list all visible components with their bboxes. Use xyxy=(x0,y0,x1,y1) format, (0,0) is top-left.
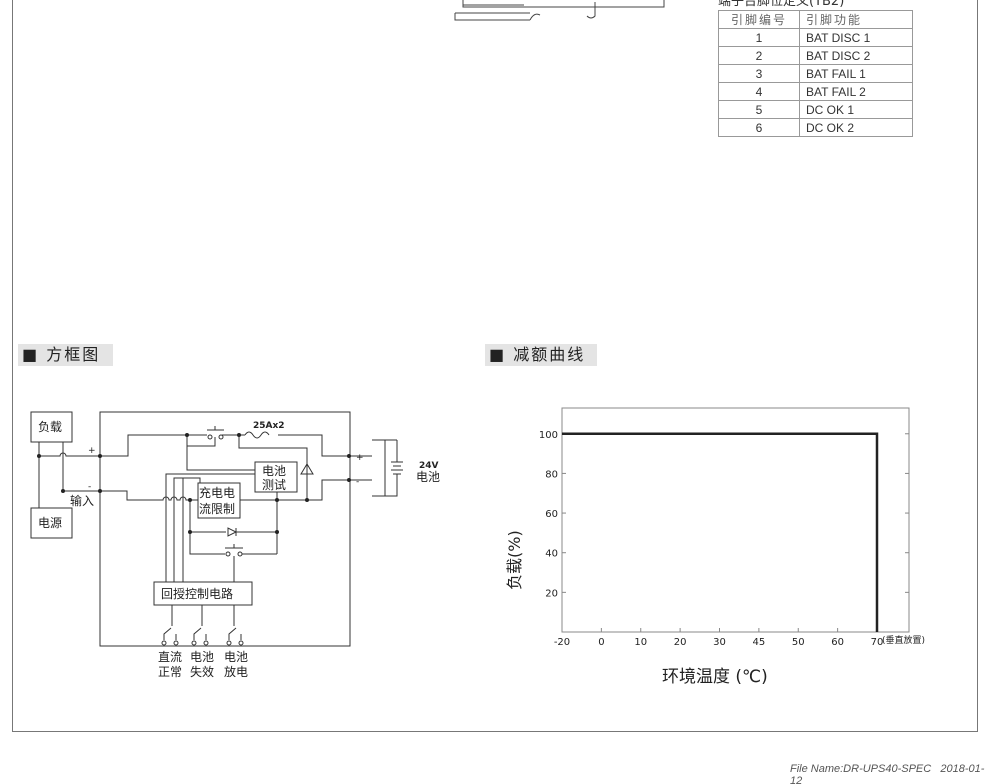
pin-number: 1 xyxy=(718,28,800,47)
page-frame xyxy=(12,0,978,732)
y-tick-label: 40 xyxy=(545,549,558,560)
source-box xyxy=(30,507,73,539)
pin-number: 2 xyxy=(718,46,800,65)
battery-plus-label: + xyxy=(356,453,364,463)
x-tick-label: 70 xyxy=(871,637,884,648)
pin-number: 3 xyxy=(718,64,800,83)
section-title-derating: ■ 减额曲线 xyxy=(485,344,597,366)
charge-limit-label: 充电电 xyxy=(199,485,235,500)
x-tick-label: 60 xyxy=(831,637,844,648)
load-label: 负载 xyxy=(38,420,62,434)
x-tick-label: 20 xyxy=(674,637,687,648)
pin-function: BAT FAIL 1 xyxy=(799,64,913,83)
output-label: 直流 xyxy=(158,650,182,664)
plus-label: + xyxy=(88,446,96,456)
feedback-box xyxy=(153,581,253,606)
section-title-block-diagram: ■ 方框图 xyxy=(18,344,113,366)
pin-number: 4 xyxy=(718,82,800,101)
x-tick-label: 10 xyxy=(634,637,647,648)
battery-voltage-label: 24V xyxy=(419,461,439,471)
y-axis-label: 负载(%) xyxy=(505,530,524,590)
x-tick-label: 30 xyxy=(713,637,726,648)
y-tick-label: 60 xyxy=(545,509,558,520)
pin-function: DC OK 2 xyxy=(799,118,913,137)
header-pin-number: 引脚编号 xyxy=(718,10,800,29)
output-label: 电池 xyxy=(224,650,248,664)
x-axis-label: 环境温度 (℃) xyxy=(662,667,768,687)
diode-icon xyxy=(300,463,314,475)
orientation-note: (垂直放置) xyxy=(882,634,925,646)
charge-limit-box xyxy=(197,482,241,519)
pin-function: BAT DISC 2 xyxy=(799,46,913,65)
pin-function: BAT FAIL 2 xyxy=(799,82,913,101)
feedback-label: 回授控制电路 xyxy=(161,586,233,601)
derating-chart: -20 0 10 20 30 45 50 60 70 20 40 60 80 100 (垂直放置) 环境温… xyxy=(505,407,925,687)
pin-function: DC OK 1 xyxy=(799,100,913,119)
battery-test-label: 测试 xyxy=(262,477,286,492)
battery-icon xyxy=(391,461,403,475)
fuse-label: 25Ax2 xyxy=(253,421,285,431)
pin-number: 5 xyxy=(718,100,800,119)
output-label: 电池 xyxy=(190,650,214,664)
battery-label: 电池 xyxy=(416,470,440,484)
x-tick-label: 0 xyxy=(598,637,604,648)
fuse-icon xyxy=(244,431,270,439)
y-tick-label: 100 xyxy=(539,430,558,441)
derating-line xyxy=(562,432,879,632)
source-label: 电源 xyxy=(38,516,62,530)
x-tick-label: 50 xyxy=(792,637,805,648)
pin-number: 6 xyxy=(718,118,800,137)
din-rail-drawing xyxy=(454,0,665,21)
output-label: 正常 xyxy=(158,665,182,679)
junction-dots xyxy=(37,433,351,534)
output-label: 放电 xyxy=(224,664,248,679)
block-diagram xyxy=(30,411,403,647)
y-tick-label: 20 xyxy=(545,588,558,599)
pin-table-title: 端子台脚位定义(TB2) xyxy=(718,0,845,9)
plot-area xyxy=(561,407,910,633)
battery-test-box xyxy=(254,461,298,493)
y-tick-label: 80 xyxy=(545,469,558,480)
battery-minus-label: - xyxy=(356,477,359,487)
footer: File Name:DR-UPS40-SPEC 2018-01-12 xyxy=(790,763,990,784)
diode2-icon xyxy=(227,527,238,537)
file-date: 2018-01-12 xyxy=(790,763,985,784)
load-box xyxy=(30,411,73,443)
pin-function: BAT DISC 1 xyxy=(799,28,913,47)
x-tick-label: 45 xyxy=(753,637,766,648)
charge-limit-label: 流限制 xyxy=(199,502,235,516)
header-pin-function: 引脚功能 xyxy=(799,10,913,29)
x-tick-label: -20 xyxy=(554,637,570,648)
minus-label: - xyxy=(88,482,91,492)
battery-test-label: 电池 xyxy=(262,464,286,478)
file-name: File Name:DR-UPS40-SPEC xyxy=(790,763,932,775)
input-label: 输入 xyxy=(70,493,94,508)
output-label: 失效 xyxy=(190,664,214,679)
